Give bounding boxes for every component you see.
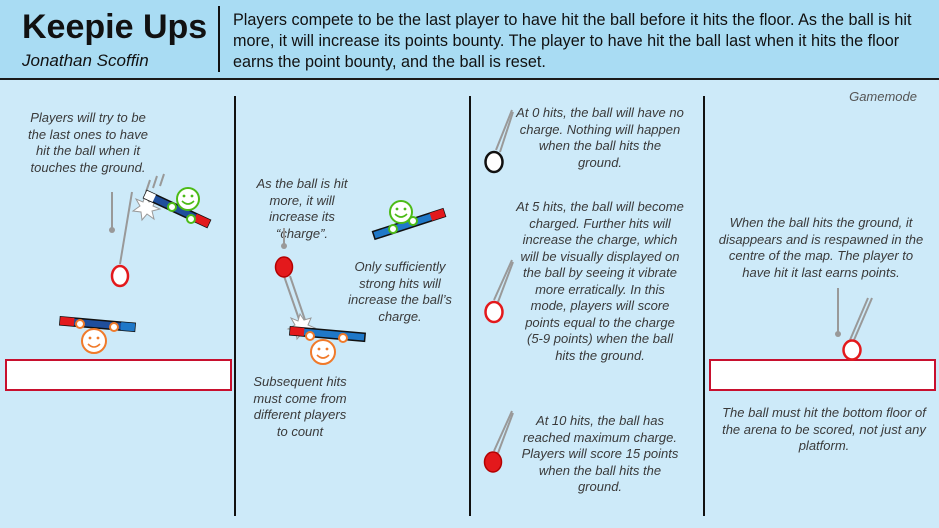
panel2-orange-player xyxy=(288,325,367,365)
panel1-green-player xyxy=(142,187,212,229)
header-banner: Keepie Ups Jonathan Scoffin Players comp… xyxy=(0,0,939,80)
panel4-floor xyxy=(709,359,936,391)
panel1-orange-player xyxy=(58,315,137,354)
page-title: Keepie Ups xyxy=(22,8,208,46)
panel2-impact-spark xyxy=(286,312,317,341)
gamemode-label: Gamemode xyxy=(849,89,917,104)
panel1-ball xyxy=(109,191,133,288)
header-divider xyxy=(218,6,220,72)
panel2-green-player xyxy=(371,200,447,241)
panel3-ball-10-hits xyxy=(483,410,514,473)
panel4-ball xyxy=(835,288,873,361)
author-name: Jonathan Scoffin xyxy=(22,51,149,70)
column-divider-3 xyxy=(703,96,705,516)
panel3-note-5-hits: At 5 hits, the ball will become charged.… xyxy=(516,199,684,363)
game-summary: Players compete to be the last player to… xyxy=(233,11,912,71)
panel1-impact-spark xyxy=(131,173,165,222)
panel3-note-0-hits: At 0 hits, the ball will have no charge.… xyxy=(516,105,684,170)
panel3-ball-0-hits xyxy=(484,109,514,174)
panel3-ball-5-hits xyxy=(484,259,514,324)
panel2-note-charge: As the ball is hit more, it will increas… xyxy=(256,176,348,241)
column-divider-2 xyxy=(469,96,471,516)
panel2-ball xyxy=(274,228,306,323)
panel2-note-strong: Only sufficiently strong hits will incre… xyxy=(348,259,452,324)
column-divider-1 xyxy=(234,96,236,516)
panel2-note-players: Subsequent hits must come from different… xyxy=(253,374,347,439)
panel3-note-10-hits: At 10 hits, the ball has reached maximum… xyxy=(521,413,679,494)
panel4-note-floor: The ball must hit the bottom floor of th… xyxy=(722,405,926,453)
panel1-note: Players will try to be the last ones to … xyxy=(28,110,148,175)
panel4-note-respawn: When the ball hits the ground, it disapp… xyxy=(718,215,924,280)
panel1-floor xyxy=(5,359,232,391)
